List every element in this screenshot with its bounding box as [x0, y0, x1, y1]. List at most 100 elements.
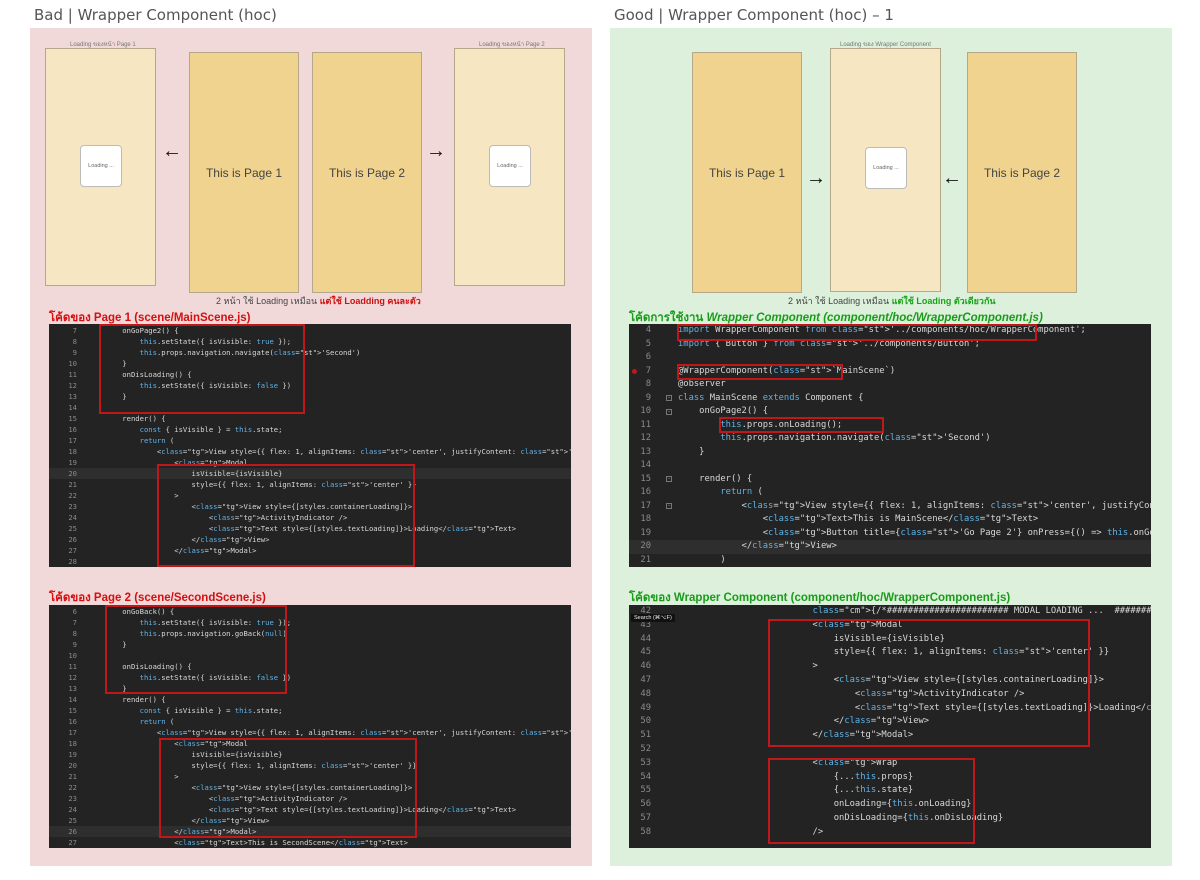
line-number: 6: [645, 352, 651, 362]
code-text: return (: [720, 487, 763, 497]
code-line: 54 {...this.props}: [629, 771, 1151, 785]
code-text: this.setState({ isVisible: true });: [139, 618, 292, 627]
line-number: 27: [68, 546, 77, 555]
code-line: 50 </class="tg">View>: [629, 715, 1151, 729]
code-text: style={{ flex: 1, alignItems: class="st"…: [749, 647, 1110, 658]
code-text: const { isVisible } = this.state;: [139, 706, 283, 715]
code-line: 14 render() {: [49, 694, 571, 705]
code-text: <class="tg">Modal: [105, 739, 248, 748]
code-line: 22 >: [49, 490, 571, 501]
code-line: 7 onGoPage2() {: [49, 325, 571, 336]
fold-toggle-icon[interactable]: -: [666, 407, 672, 415]
code-text: render() {: [678, 473, 753, 484]
code-text: <class="tg">Text>This is MainScene</clas…: [678, 514, 1039, 524]
code-text: @WrapperComponent(class="st">`MainScene`…: [678, 365, 896, 376]
line-number: 15: [68, 414, 77, 423]
code-line: 19 isVisible={isVisible}: [49, 749, 571, 760]
code-line: 8@observer: [629, 378, 1151, 392]
line-number: 16: [68, 717, 77, 726]
code-line: 10 }: [49, 358, 571, 369]
code-line: 18 <class="tg">Modal: [49, 738, 571, 749]
line-number: 47: [640, 675, 651, 685]
line-number: 48: [640, 688, 651, 699]
arrow-left-icon: ←: [162, 140, 182, 162]
loading-box: Loading ...: [489, 145, 531, 187]
line-number: 56: [640, 799, 651, 810]
code-line: 21 ): [629, 554, 1151, 568]
highlight-box: [157, 464, 415, 567]
line-number: 45: [640, 647, 651, 658]
line-number: 22: [68, 491, 77, 500]
highlight-box: [768, 619, 1090, 747]
code-line: 11 onDisLoading() {: [49, 661, 571, 672]
code-line: 21 style={{ flex: 1, alignItems: class="…: [49, 479, 571, 490]
bad-caption-highlight: แต่ใช้ Loadding คนละตัว: [319, 296, 421, 306]
code-line: 12 this.setState({ isVisible: false }): [49, 380, 571, 391]
bad-screen1-caption: Loading ของหน้า Page 1: [70, 42, 136, 48]
line-number: 9: [72, 640, 77, 649]
code-line: 7@WrapperComponent(class="st">`MainScene…: [629, 365, 1151, 379]
code-line: 13 }: [49, 391, 571, 402]
code-text: ): [678, 554, 726, 565]
line-number: 28: [68, 557, 77, 566]
arrow-left-icon: ←: [942, 167, 962, 189]
arrow-right-icon: →: [426, 140, 446, 162]
code-line: 16 return (: [49, 716, 571, 727]
line-number: 11: [68, 370, 77, 379]
fold-toggle-icon[interactable]: -: [666, 475, 672, 482]
code-line: 20 style={{ flex: 1, alignItems: class="…: [49, 760, 571, 771]
code-text: </class="tg">Modal>: [105, 546, 257, 555]
bad-code1-editor: 7 onGoPage2() {8 this.setState({ isVisib…: [49, 324, 571, 567]
loading-box: Loading ...: [80, 145, 122, 187]
line-number: 8: [72, 629, 77, 638]
code-text: onGoPage2() {: [678, 406, 769, 416]
code-line: 21 >: [49, 771, 571, 782]
line-number: 17: [640, 500, 651, 511]
line-number: 49: [640, 702, 651, 713]
good-title: Good | Wrapper Component (hoc) – 1: [614, 6, 894, 24]
code-line: 58 />: [629, 826, 1151, 840]
code-line: 20 isVisible={isVisible}: [49, 468, 571, 479]
highlight-box: [105, 605, 287, 694]
code-line: 13 }: [629, 446, 1151, 460]
bad-caption: 2 หน้า ใช้ Loading เหมือน แต่ใช้ Loaddin…: [216, 294, 421, 308]
line-number: 44: [640, 633, 651, 644]
code-text: >: [749, 661, 818, 672]
line-number: 17: [68, 728, 77, 737]
code-line: 10 onGoPage2() {: [629, 405, 1151, 419]
code-line: 18 <class="tg">Text>This is MainScene</c…: [629, 513, 1151, 527]
line-number: 24: [68, 805, 77, 814]
code-line: 16 const { isVisible } = this.state;: [49, 424, 571, 435]
good-screen-caption: Loading ของ Wrapper Component: [840, 42, 931, 48]
good-caption-highlight: แต่ใช้ Loading ตัวเดียวกัน: [891, 296, 996, 306]
line-number: 25: [68, 816, 77, 825]
code-text: style={{ flex: 1, alignItems: class="st"…: [105, 480, 417, 489]
line-number: 13: [68, 684, 77, 693]
code-text: this.props.navigation.navigate(class="st…: [139, 348, 361, 357]
code-text: isVisible={isVisible}: [749, 633, 945, 644]
line-number: 20: [68, 761, 77, 770]
code-line: 24 <class="tg">Text style={[styles.textL…: [49, 804, 571, 815]
highlight-box: [99, 324, 305, 414]
bad-screen-page2: This is Page 2: [312, 52, 422, 293]
breakpoint-icon[interactable]: [632, 368, 637, 374]
code-text: onGoPage2() {: [105, 326, 179, 335]
bad-code2-editor: 6 onGoBack() {7 this.setState({ isVisibl…: [49, 605, 571, 848]
code-line: 27 <class="tg">Text>This is SecondScene<…: [49, 837, 571, 848]
code-line: 17 return (: [49, 435, 571, 446]
code-line: 6: [629, 351, 1151, 365]
page1-label: This is Page 1: [708, 165, 786, 180]
code-text: >: [105, 491, 179, 500]
page2-label: This is Page 2: [983, 165, 1061, 180]
code-text: import WrapperComponent from class="st">…: [678, 325, 1086, 335]
bad-title: Bad | Wrapper Component (hoc): [34, 6, 277, 24]
code-text: }: [105, 392, 127, 401]
code-line: 15 render() {: [629, 473, 1151, 487]
line-number: 23: [68, 502, 77, 511]
line-number: 55: [640, 785, 651, 796]
loading-box: Loading ...: [865, 147, 907, 189]
fold-toggle-icon[interactable]: -: [666, 502, 672, 509]
line-number: 10: [68, 359, 77, 368]
fold-toggle-icon[interactable]: -: [666, 394, 672, 401]
code-text: import { Button } from class="st">'../co…: [678, 338, 980, 349]
